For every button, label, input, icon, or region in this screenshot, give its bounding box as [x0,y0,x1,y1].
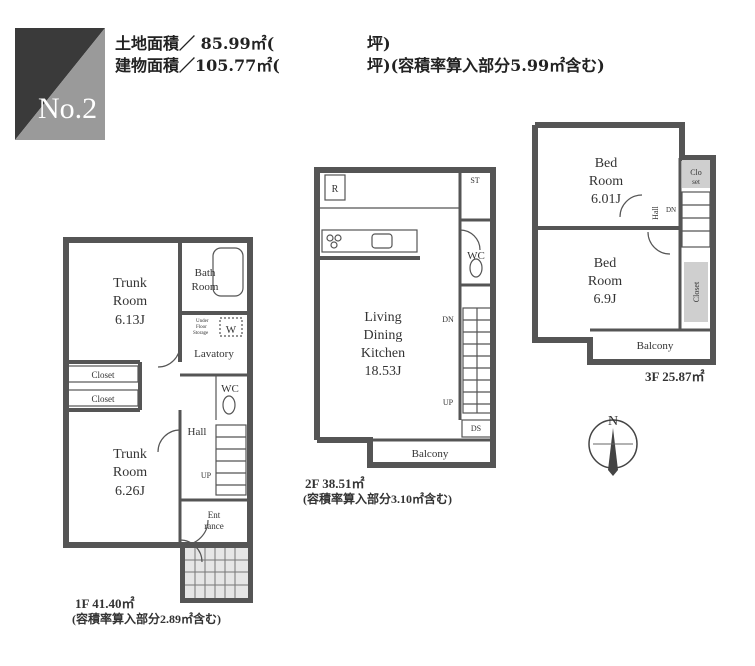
floor-2-area: 2F 38.51㎡ [305,476,364,491]
floor-1-plan [63,237,253,603]
duct-space-label: DS [471,424,481,433]
room-label: Room [113,294,147,309]
room-label: set [692,178,700,186]
room-area: 6.01J [591,192,622,207]
floor-1-labels: Trunk Room 6.13J Bath Room Under Floor S… [72,267,239,626]
land-area-label: 土地面積／ 85.99㎡( [115,34,275,53]
room-label: Balcony [637,340,674,352]
room-label: WC [467,250,485,262]
building-area-unit: 坪)(容積率算入部分5.99㎡含む) [367,56,605,75]
floor-3-area: 3F 25.87㎡ [645,369,704,384]
room-area: 6.26J [115,484,146,499]
room-label: Hall [651,205,660,220]
land-area-unit: 坪) [367,34,391,53]
room-label: Trunk [113,276,147,291]
room-label: Bed [594,256,617,271]
room-label: Balcony [412,448,449,460]
stair-label: DN [442,315,454,324]
room-label: rance [204,521,223,531]
room-label: Room [192,281,219,293]
room-label: Living [364,310,401,325]
room-label: Closet [91,370,115,380]
plan-number-badge: No.2 [15,28,105,140]
badge-number: No.2 [38,92,97,125]
storage-label: ST [470,176,479,185]
room-label: Room [113,465,147,480]
room-label: Lavatory [194,348,234,360]
floor-2-note: (容積率算入部分3.10㎡含む) [303,491,452,506]
floor-3-plan [532,122,716,365]
floor-2-labels: R ST WC Living Dining Kitchen 18.53J DN … [303,176,485,506]
room-label: Hall [188,426,207,438]
room-area: 6.9J [594,292,618,307]
room-label: Room [589,174,623,189]
stair-label: DN [666,206,676,214]
room-label: Kitchen [361,346,405,361]
room-label: Bath [195,267,216,279]
room-label: Trunk [113,447,147,462]
room-label: Closet [91,394,115,404]
room-area: 18.53J [365,364,403,379]
stair-label: UP [443,398,454,407]
room-label: Floor [196,325,207,330]
room-label: Clo [690,168,702,177]
floor-1-area: 1F 41.40㎡ [75,596,134,611]
room-label: Room [588,274,622,289]
building-area-label: 建物面積／105.77㎡( [115,56,280,75]
compass-label: N [608,414,618,429]
room-label: Dining [364,328,403,343]
washer-label: W [226,324,237,336]
room-label: Under [196,319,209,324]
room-label: WC [221,383,239,395]
room-label: Closet [692,281,701,302]
room-area: 6.13J [115,313,146,328]
room-label: Storage [193,331,209,336]
room-label: Bed [595,156,618,171]
fridge-label: R [332,184,339,195]
floor-2-plan [314,167,496,468]
north-compass-icon: N [588,414,638,476]
stair-label: UP [201,471,212,480]
floor-3-labels: Bed Room 6.01J Bed Room 6.9J Clo set Hal… [588,156,705,384]
floor-1-note: (容積率算入部分2.89㎡含む) [72,611,221,626]
room-label: Ent [208,510,221,520]
